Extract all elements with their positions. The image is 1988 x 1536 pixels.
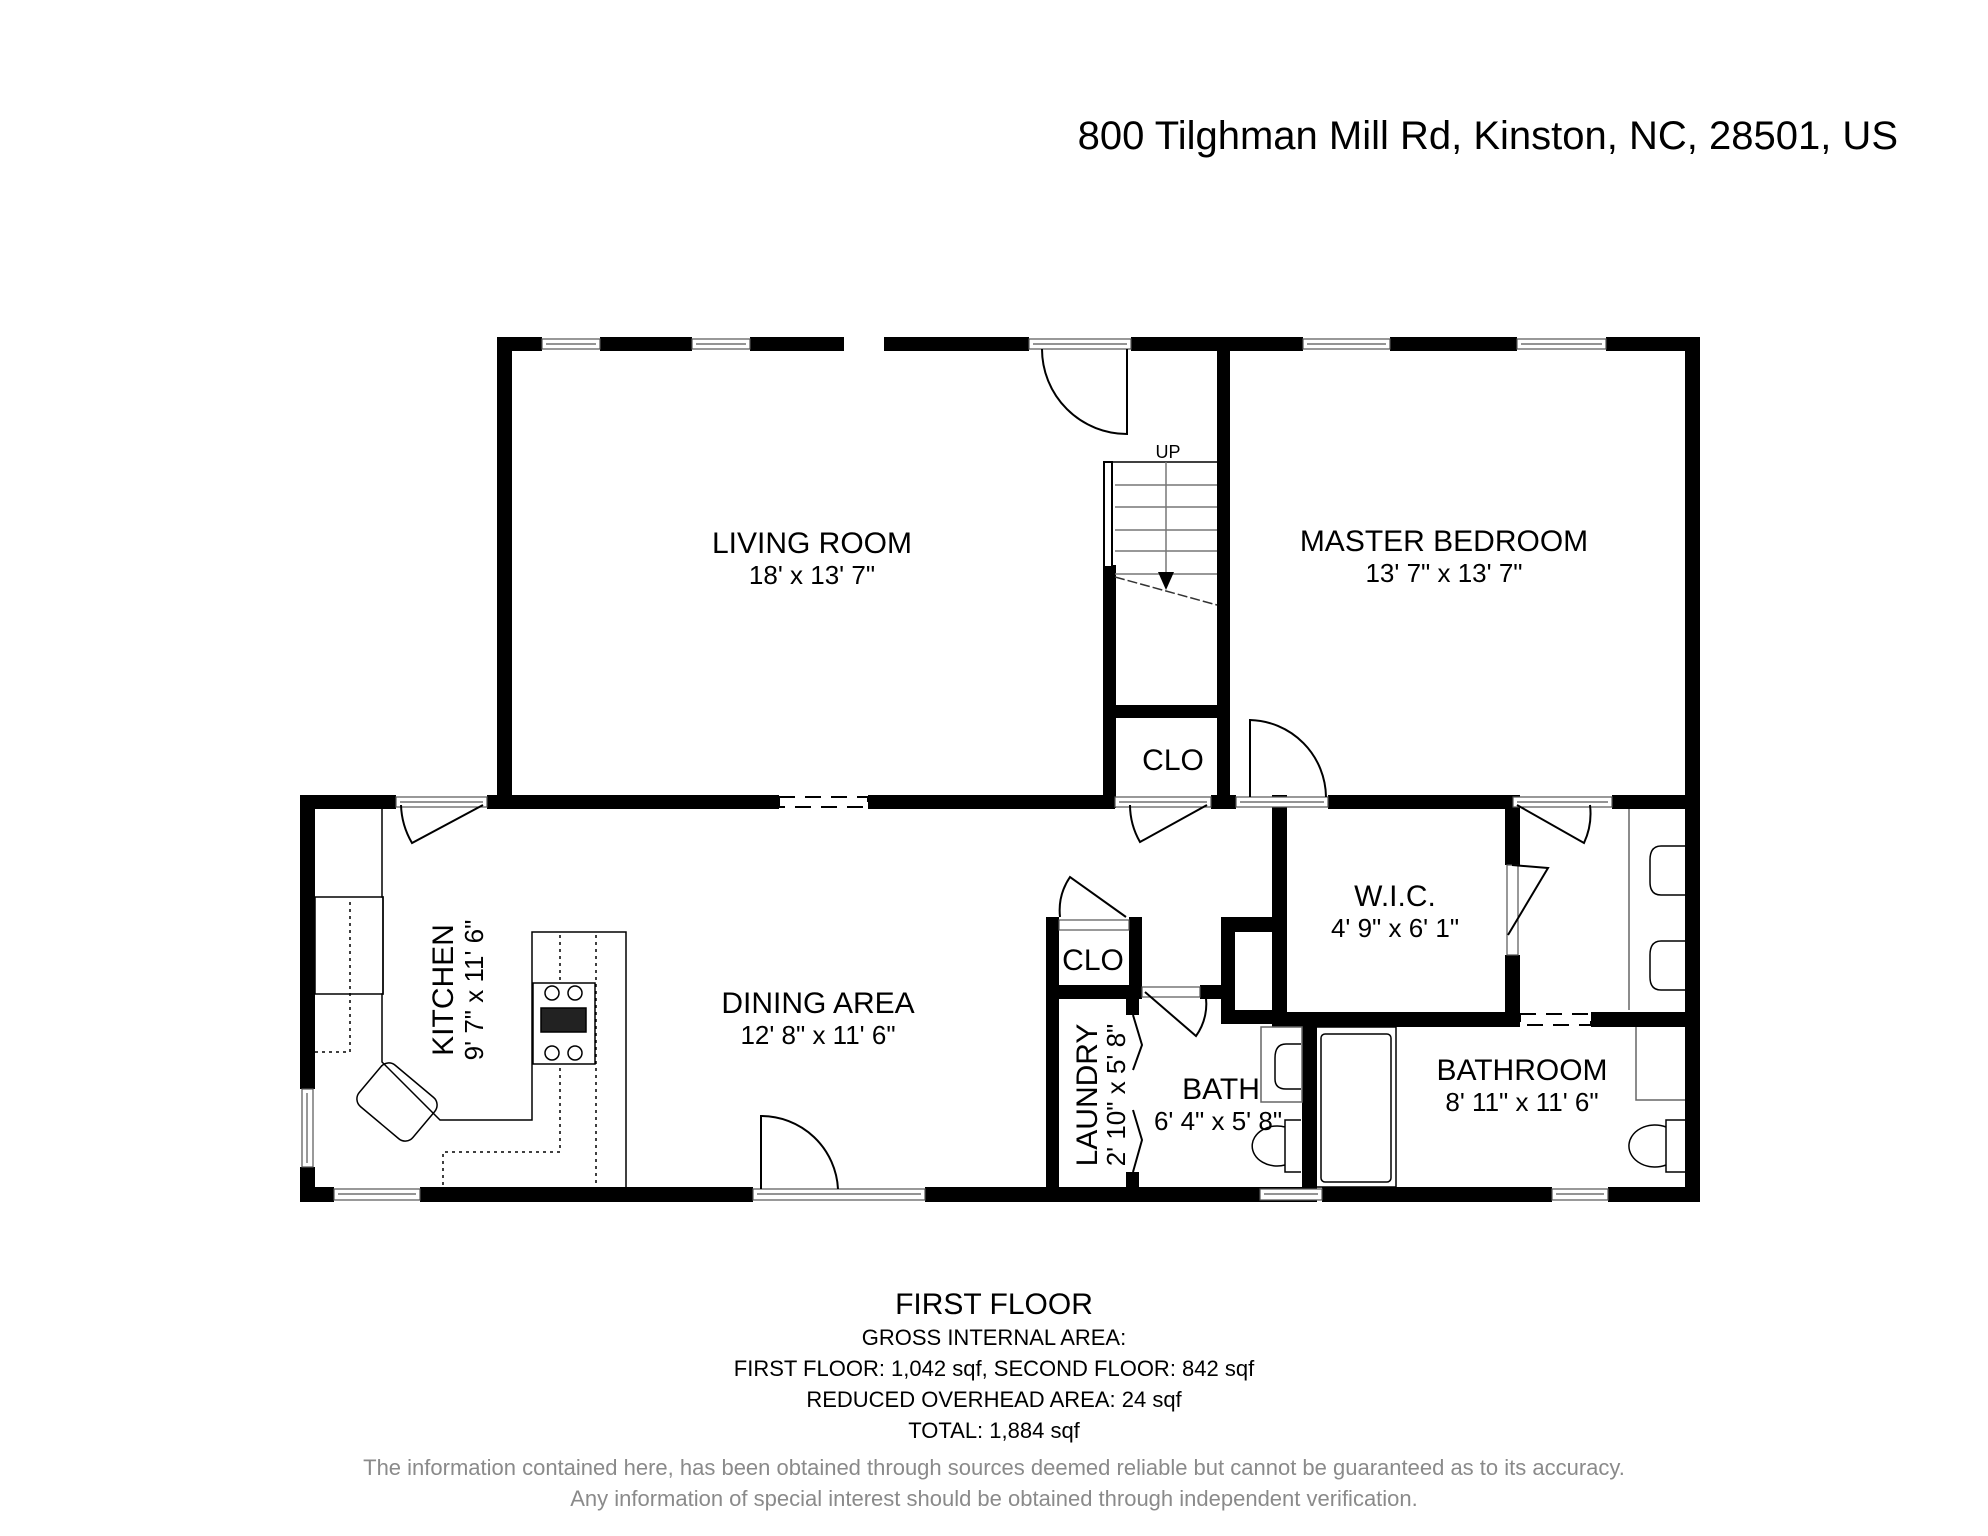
living-room-name: LIVING ROOM: [712, 527, 912, 560]
walls: [300, 337, 1700, 1202]
windows: [301, 338, 1613, 1201]
open-passages: [778, 796, 1592, 1026]
dining-door-swing: [760, 1114, 839, 1190]
wic-name: W.I.C.: [1354, 880, 1436, 913]
living-room-dims: 18' x 13' 7": [749, 560, 875, 590]
bath-door-swing: [1144, 991, 1208, 1038]
stair-closet-door-swing: [1129, 804, 1208, 844]
kitchen-fixtures: [314, 808, 627, 1187]
gross-area-label: GROSS INTERNAL AREA:: [861, 1325, 1127, 1350]
bathroom-name: BATHROOM: [1436, 1054, 1607, 1087]
laundry-dims: 2' 10" x 5' 8": [1101, 1024, 1131, 1167]
disclaimer-line-1: The information contained here, has been…: [363, 1455, 1625, 1480]
disclaimer-line-2: Any information of special interest shou…: [570, 1486, 1418, 1511]
front-door-swing: [1041, 348, 1128, 436]
area-summary: FIRST FLOOR GROSS INTERNAL AREA: FIRST F…: [0, 1288, 1988, 1446]
bath-sink-icon: [1274, 1043, 1301, 1090]
dining-area-name: DINING AREA: [721, 987, 914, 1020]
laundry-bifold-top: [1132, 1014, 1144, 1071]
total-area-line: TOTAL: 1,884 sqf: [908, 1418, 1080, 1443]
wic-door-swing: [1507, 864, 1550, 936]
bathroom-toilet-icon: [1628, 1119, 1685, 1173]
dining-area-dims: 12' 8" x 11' 6": [740, 1020, 895, 1050]
bath-toilet-icon: [1251, 1119, 1301, 1173]
bathroom-door-swing: [1516, 804, 1592, 845]
bathroom-dims: 8' 11" x 11' 6": [1445, 1087, 1598, 1117]
laundry-name: LAUNDRY: [1071, 1024, 1104, 1167]
bath-dims: 6' 4" x 5' 8": [1154, 1106, 1282, 1136]
kitchen-name: KITCHEN: [427, 924, 460, 1056]
property-address: 800 Tilghman Mill Rd, Kinston, NC, 28501…: [1077, 114, 1898, 158]
sink-icon: [356, 1062, 438, 1142]
master-bedroom-name: MASTER BEDROOM: [1300, 525, 1588, 558]
bath-name: BATH: [1182, 1073, 1260, 1106]
bathtub-icon: [1315, 1026, 1397, 1188]
bath-fixtures: [1251, 809, 1685, 1188]
stairs-up-label: UP: [1155, 442, 1180, 462]
wic-dims: 4' 9" x 6' 1": [1331, 913, 1459, 943]
door-swings: [400, 348, 1592, 1190]
master-bedroom-dims: 13' 7" x 13' 7": [1365, 558, 1522, 588]
kitchen-door-swing: [400, 804, 484, 845]
kitchen-dims: 9' 7" x 11' 6": [459, 920, 489, 1061]
clo-door-swing: [1058, 875, 1127, 918]
upper-closet-label: CLO: [1142, 744, 1204, 777]
staircase: [1103, 461, 1218, 606]
master-door-swing: [1249, 718, 1327, 798]
laundry-bifold-bottom: [1132, 1109, 1144, 1173]
lower-closet-label: CLO: [1062, 944, 1124, 977]
disclaimer: The information contained here, has been…: [0, 1452, 1988, 1514]
floors-area-line: FIRST FLOOR: 1,042 sqf, SECOND FLOOR: 84…: [733, 1356, 1255, 1381]
reduced-area-line: REDUCED OVERHEAD AREA: 24 sqf: [806, 1387, 1182, 1412]
vanity-sink-bottom-icon: [1649, 940, 1685, 991]
vanity-sink-top-icon: [1649, 845, 1685, 896]
floor-name: FIRST FLOOR: [895, 1288, 1093, 1321]
